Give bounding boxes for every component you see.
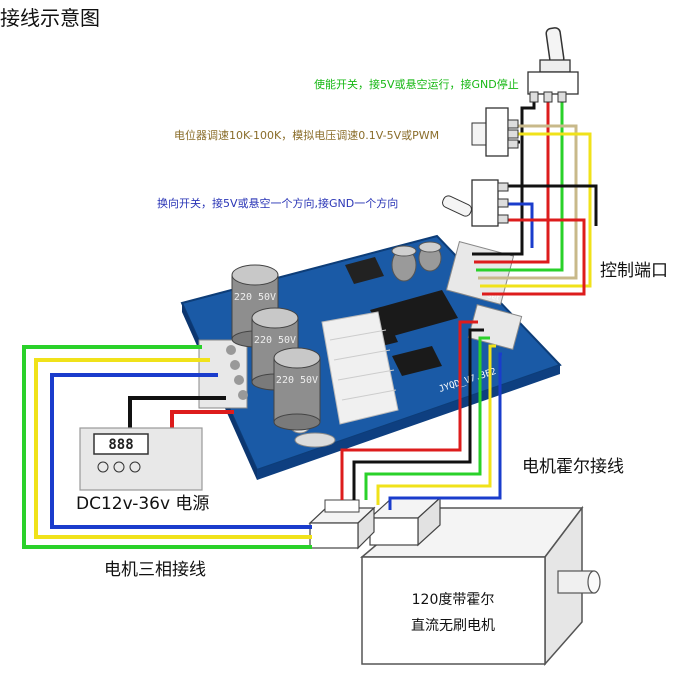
power-wires xyxy=(128,396,234,430)
three-phase-wires xyxy=(22,345,312,549)
capacitor xyxy=(273,347,321,431)
capacitor-label: 220 50V xyxy=(254,335,296,346)
capacitor-label: 220 50V xyxy=(234,292,276,303)
hall-wiring-label: 电机霍尔接线 xyxy=(522,457,624,477)
control-port-label: 控制端口 xyxy=(600,261,668,281)
power-supply: 888 xyxy=(79,427,203,491)
enable-switch-label: 使能开关，接5V或悬空运行，接GND停止 xyxy=(314,78,519,91)
segment-display: 888 xyxy=(108,437,133,453)
driver-board: 220 50V 220 50V 220 50V set JYQD_V7.3E2 xyxy=(180,234,562,480)
motor-label-line2: 直流无刷电机 xyxy=(411,617,495,634)
direction-switch xyxy=(442,179,509,227)
three-phase-label: 电机三相接线 xyxy=(104,560,206,580)
hall-wires xyxy=(340,320,502,510)
potentiometer xyxy=(471,107,519,157)
power-supply-label: DC12v-36v 电源 xyxy=(76,494,210,514)
bldc-motor xyxy=(308,496,601,666)
enable-switch xyxy=(527,27,579,103)
direction-switch-label: 换向开关，接5V或悬空一个方向,接GND一个方向 xyxy=(157,197,399,210)
capacitor-label: 220 50V xyxy=(276,375,318,386)
potentiometer-label: 电位器调速10K-100K，模拟电压调速0.1V-5V或PWM xyxy=(174,129,440,142)
control-wires xyxy=(472,100,598,296)
motor-label-line1: 120度带霍尔 xyxy=(412,592,495,608)
page-title: 接线示意图 xyxy=(0,6,100,30)
